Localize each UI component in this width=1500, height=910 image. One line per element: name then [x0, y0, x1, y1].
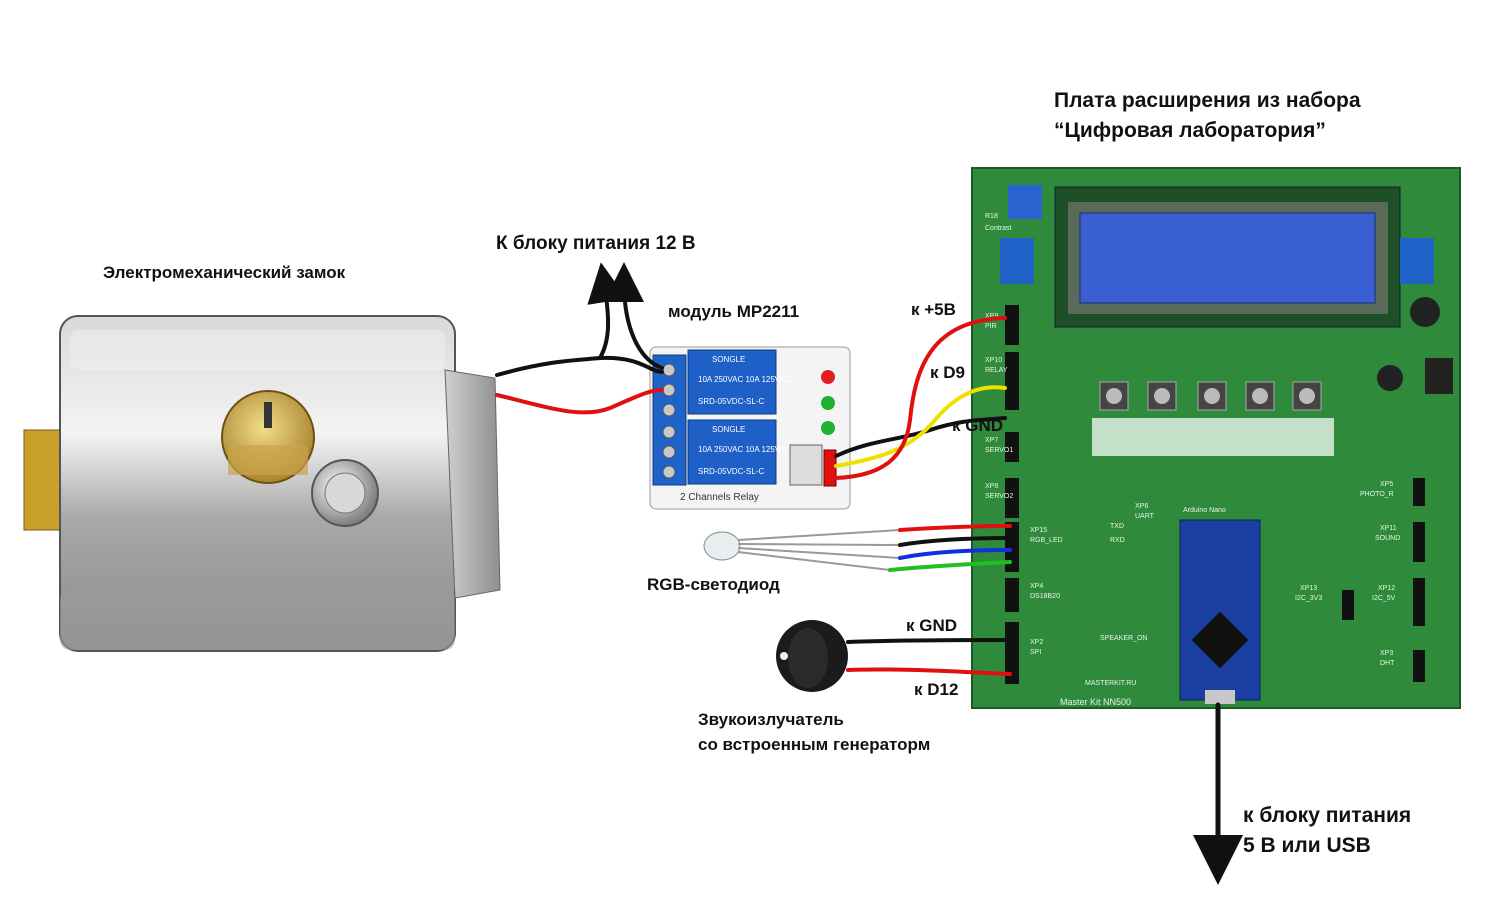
- svg-text:XP8: XP8: [985, 483, 998, 490]
- lock-label: Электромеханический замок: [103, 263, 346, 282]
- svg-text:TXD: TXD: [1110, 523, 1124, 530]
- svg-text:XP13: XP13: [1300, 585, 1317, 592]
- svg-text:I2C_5V: I2C_5V: [1372, 595, 1396, 602]
- svg-text:SONGLE: SONGLE: [712, 355, 745, 364]
- svg-text:XP11: XP11: [1380, 525, 1397, 532]
- svg-text:XP12: XP12: [1378, 585, 1395, 592]
- svg-text:UART: UART: [1135, 513, 1155, 520]
- rgb-led-label: RGB-светодиод: [647, 575, 780, 594]
- svg-text:XP3: XP3: [1380, 650, 1393, 657]
- power-5v-label-line2: 5 В или USB: [1243, 834, 1371, 857]
- svg-text:Contrast: Contrast: [985, 225, 1012, 232]
- rgb-led: [703, 529, 901, 571]
- svg-text:MASTERKIT.RU: MASTERKIT.RU: [1085, 680, 1136, 687]
- relay-module-label: модуль MP2211: [668, 302, 800, 321]
- svg-text:SRD-05VDC-SL-C: SRD-05VDC-SL-C: [698, 397, 764, 406]
- svg-text:Arduino Nano: Arduino Nano: [1183, 507, 1226, 514]
- svg-text:SONGLE: SONGLE: [712, 425, 745, 434]
- svg-text:SPI: SPI: [1030, 649, 1041, 656]
- svg-text:XP4: XP4: [1030, 583, 1043, 590]
- to-d12-label: к D12: [914, 680, 959, 699]
- svg-text:RGB_LED: RGB_LED: [1030, 537, 1063, 544]
- svg-text:R18: R18: [985, 213, 998, 220]
- svg-text:DHT: DHT: [1380, 660, 1395, 667]
- to-gnd-buzzer-label: к GND: [906, 616, 958, 635]
- svg-text:RELAY: RELAY: [985, 367, 1008, 374]
- to-d9-label: к D9: [930, 363, 965, 382]
- svg-text:XP7: XP7: [985, 437, 998, 444]
- board-title-line1: Плата расширения из набора: [1054, 89, 1361, 112]
- svg-text:XP9: XP9: [985, 313, 998, 320]
- buzzer-label-line1: Звукоизлучатель: [698, 710, 844, 729]
- svg-text:SRD-05VDC-SL-C: SRD-05VDC-SL-C: [698, 467, 764, 476]
- svg-text:PHOTO_R: PHOTO_R: [1360, 491, 1394, 498]
- to-5v-label: к +5В: [911, 300, 956, 319]
- svg-text:SOUND: SOUND: [1375, 535, 1400, 542]
- board-title-line2: “Цифровая лаборатория”: [1054, 119, 1326, 142]
- svg-text:10A 250VAC 10A 125VAC: 10A 250VAC 10A 125VAC: [698, 445, 791, 454]
- svg-text:XP2: XP2: [1030, 639, 1043, 646]
- svg-text:SPEAKER_ON: SPEAKER_ON: [1100, 635, 1147, 642]
- wires: [495, 262, 1243, 885]
- svg-text:Master Kit NN500: Master Kit NN500: [1060, 697, 1131, 707]
- svg-text:PIR: PIR: [985, 323, 997, 330]
- svg-text:SERVO1: SERVO1: [985, 447, 1013, 454]
- buzzer: [776, 620, 848, 692]
- svg-text:2 Channels Relay: 2 Channels Relay: [680, 492, 759, 503]
- power-12v-label: К блоку питания 12 В: [496, 233, 696, 254]
- svg-text:RXD: RXD: [1110, 537, 1125, 544]
- buzzer-label-line2: со встроенным генераторм: [698, 735, 931, 754]
- svg-text:XP10: XP10: [985, 357, 1002, 364]
- svg-text:XP15: XP15: [1030, 527, 1047, 534]
- svg-text:I2C_3V3: I2C_3V3: [1295, 595, 1322, 602]
- relay-module: SONGLE 10A 250VAC 10A 125VAC SRD-05VDC-S…: [649, 346, 851, 510]
- svg-text:XP5: XP5: [1380, 481, 1393, 488]
- svg-text:XP6: XP6: [1135, 503, 1148, 510]
- svg-text:10A 250VAC 10A 125VAC: 10A 250VAC 10A 125VAC: [698, 375, 791, 384]
- power-5v-label-line1: к блоку питания: [1243, 804, 1412, 827]
- electromechanical-lock: [23, 315, 501, 652]
- to-gnd-relay-label: к GND: [952, 416, 1004, 435]
- svg-text:SERVO2: SERVO2: [985, 493, 1013, 500]
- svg-text:DS18B20: DS18B20: [1030, 593, 1060, 600]
